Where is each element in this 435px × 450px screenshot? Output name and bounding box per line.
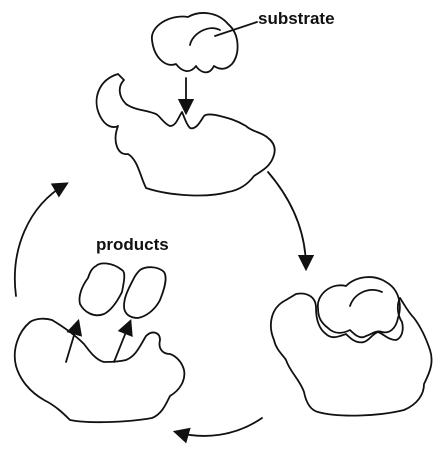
product-release-arrow-1: [66, 322, 78, 362]
product-molecule-1-shape: [79, 263, 124, 315]
cycle-arrow-to-products: [176, 418, 262, 436]
substrate-label: substrate: [258, 10, 335, 27]
product-molecule-2-shape: [124, 267, 166, 318]
substrate-molecule-shape: [152, 13, 238, 72]
product-release-arrow-2: [114, 322, 130, 362]
enzyme-substrate-complex-enzyme-shape: [271, 294, 432, 416]
cycle-arrow-to-complex: [268, 172, 306, 268]
cycle-arrow-to-free-enzyme: [15, 184, 66, 296]
products-label: products: [96, 236, 169, 253]
enzyme-substrate-complex-substrate-shape: [318, 277, 400, 337]
complex-substrate-inner-fold: [350, 290, 382, 306]
product-enzyme-shape: [15, 319, 185, 422]
